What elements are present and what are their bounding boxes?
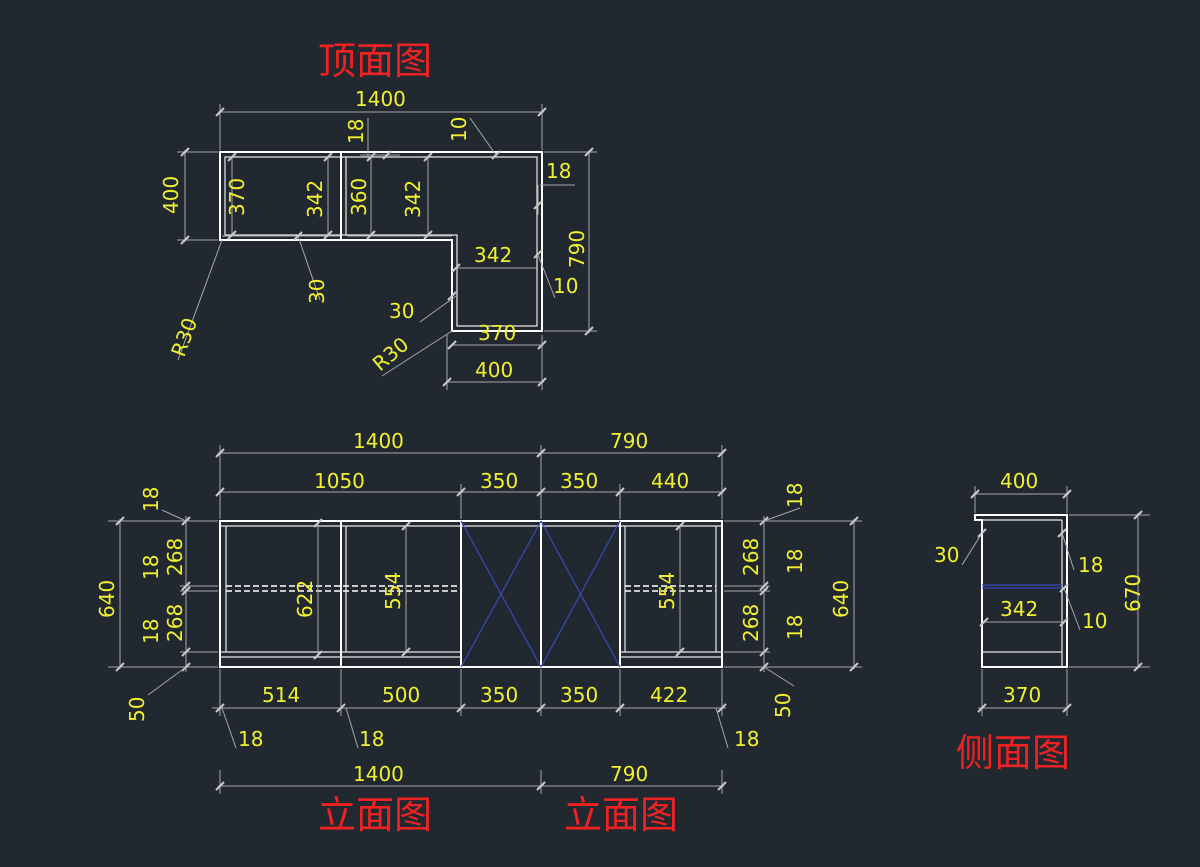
dim-elev-left-stack-2: 18 [139,619,163,644]
dim-elev-seg-bottom-4: 422 [650,683,688,707]
dim-elev-seg-bottom-1: 500 [382,683,420,707]
dim-top-radius-a: R30 [166,315,202,360]
dim-top-inner-342-a: 342 [303,180,327,218]
dim-elev-height-right: 640 [829,580,853,618]
dim-elev-bottom-total-right: 790 [610,762,648,786]
dim-top-left-depth: 400 [159,176,183,214]
dim-elev-left-268-1: 268 [163,604,187,642]
dim-elev-left-268-0: 268 [163,538,187,576]
dim-elev-bottom-total-left: 1400 [353,762,404,786]
dim-top-overall-width: 1400 [355,87,406,111]
dim-elev-right-268-1: 268 [739,604,763,642]
dim-elev-right-plinth: 50 [771,693,795,718]
side-view-title: 侧面图 [956,731,1070,775]
dim-elev-panel-18-b: 18 [359,727,384,751]
dim-side-bottom-width: 370 [1003,683,1041,707]
dim-top-bottom-370: 370 [478,321,516,345]
dim-top-inner-360: 360 [347,178,371,216]
dim-elev-right-stack-0: 18 [783,483,807,508]
dim-side-inner-342: 342 [1000,597,1038,621]
dim-elev-right-stack-2: 18 [783,615,807,640]
dim-top-radius-b: R30 [368,332,414,376]
dim-top-right-depth: 790 [565,230,589,268]
elevation-title-right: 立面图 [564,793,678,837]
side-view-drawing [961,486,1150,716]
dim-side-panel-18: 18 [1078,553,1103,577]
dim-elev-panel-18-c: 18 [734,727,759,751]
dim-top-panel-18: 18 [344,119,368,144]
elevation-drawing [108,445,862,794]
top-view-outline [219,151,543,332]
dim-elev-seg-top-3: 440 [651,469,689,493]
dim-top-right-10: 10 [553,274,578,298]
side-view-outline [974,514,1068,668]
dim-top-bottom-400: 400 [475,358,513,382]
dim-elev-total-left: 1400 [353,429,404,453]
dim-elev-seg-top-2: 350 [560,469,598,493]
dim-elev-seg-bottom-2: 350 [480,683,518,707]
dim-elev-right-268-0: 268 [739,538,763,576]
dim-top-inner-342-b: 342 [401,180,425,218]
dim-elev-inner-554-a: 554 [381,572,405,610]
elevation-title-left: 立面图 [318,793,432,837]
dim-top-inner-342-c: 342 [474,243,512,267]
dim-top-right-18: 18 [546,159,571,183]
dim-elev-left-stack-1: 18 [139,555,163,580]
dim-elev-right-stack-1: 18 [783,549,807,574]
dim-elev-inner-622: 622 [293,580,317,618]
dim-elev-total-right: 790 [610,429,648,453]
dim-side-corner-30: 30 [934,543,959,567]
top-view-title: 顶面图 [318,39,432,83]
top-view-inner-outline [224,156,538,327]
dim-elev-seg-bottom-0: 514 [262,683,300,707]
dim-elev-left-plinth: 50 [125,697,149,722]
dim-elev-seg-bottom-3: 350 [560,683,598,707]
dim-elev-left-stack-0: 18 [139,487,163,512]
dim-side-top-width: 400 [1000,469,1038,493]
dim-elev-inner-554-b: 554 [655,572,679,610]
dim-elev-seg-top-0: 1050 [314,469,365,493]
dim-elev-height-left: 640 [95,580,119,618]
elevation-outline [219,520,723,668]
top-view-drawing [177,104,597,390]
dim-side-inner-10: 10 [1082,609,1107,633]
dim-top-corner-30-b: 30 [389,299,414,323]
dim-elev-seg-top-1: 350 [480,469,518,493]
dim-top-panel-10: 10 [447,117,471,142]
dim-side-height: 670 [1121,574,1145,612]
dim-top-inner-370: 370 [225,178,249,216]
dim-elev-panel-18-a: 18 [238,727,263,751]
dim-top-corner-30-a: 30 [305,279,329,304]
